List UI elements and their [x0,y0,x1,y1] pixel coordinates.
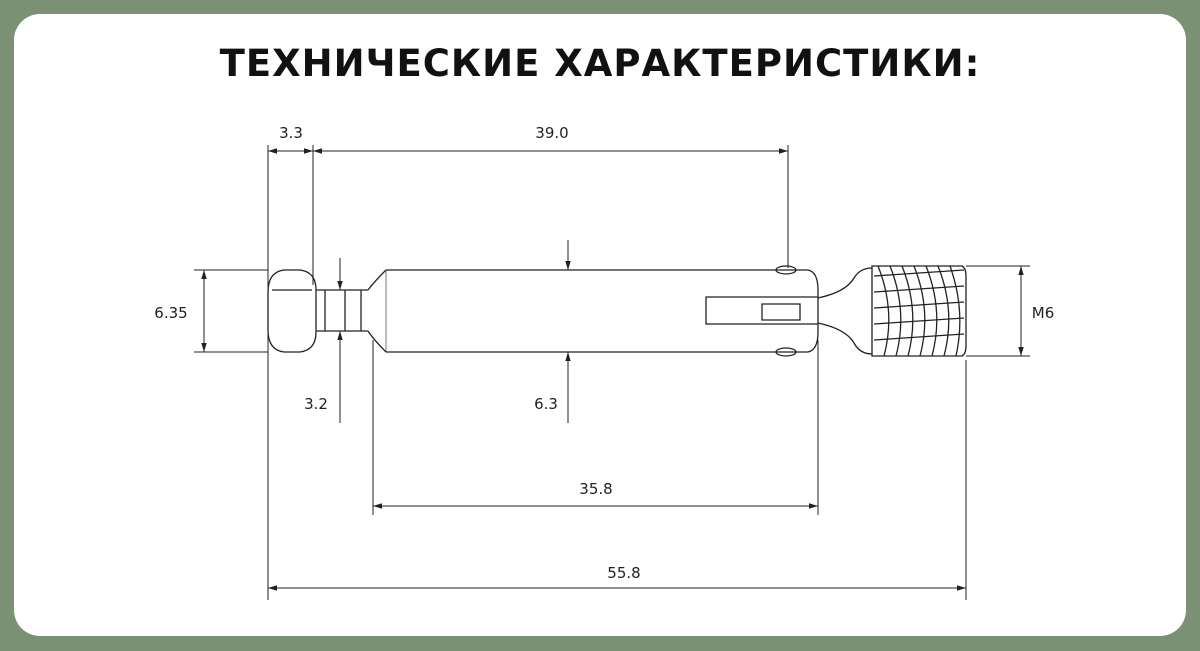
content-card [14,14,1186,636]
label-total-length: 55.8 [607,564,640,582]
label-neck-diameter: 3.2 [304,395,328,413]
label-head-length: 3.3 [279,124,303,142]
label-thread: M6 [1032,304,1055,322]
dimension-labels: 3.3 39.0 6.35 3.2 6.3 M6 35.8 55.8 [154,124,1054,582]
label-body-diameter: 6.3 [534,395,558,413]
screw-neck [316,289,368,332]
page-title: ТЕХНИЧЕСКИЕ ХАРАКТЕРИСТИКИ: [219,42,981,85]
screw-slot [705,296,818,325]
label-body-length: 35.8 [579,480,612,498]
label-length-to-slot: 39.0 [535,124,568,142]
screw-head [267,269,317,353]
screw-body [386,269,819,353]
screw-part [267,265,967,357]
screw-thread [871,265,967,357]
dimension-lines [194,145,1030,600]
label-head-diameter: 6.35 [154,304,187,322]
